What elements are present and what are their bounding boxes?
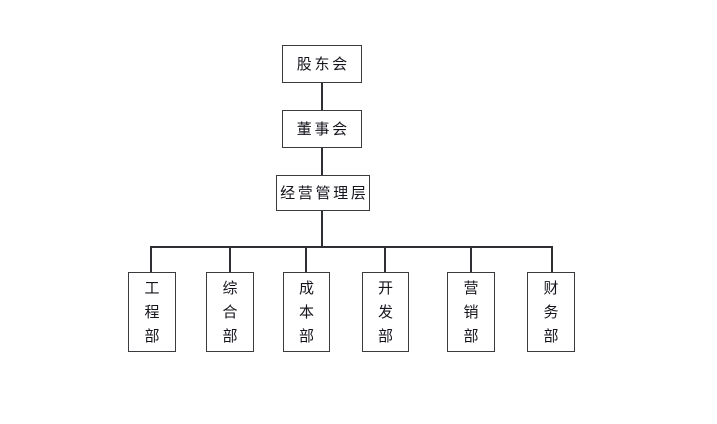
node-finance-department[interactable]: 财 务 部 [527,272,575,352]
edge-bus-to-development [384,247,386,272]
edge-bus-to-finance [551,247,553,272]
node-marketing-department[interactable]: 营 销 部 [447,272,495,352]
edge-bus-to-general-affairs [229,247,231,272]
edge-bus-to-engineering [150,247,152,272]
node-finance-department-label: 财 务 部 [543,278,559,346]
node-cost-department-label: 成 本 部 [298,278,314,346]
node-marketing-department-label: 营 销 部 [463,278,479,346]
edge-shareholders-to-board [321,83,323,110]
edge-management-to-bus [321,211,323,248]
node-engineering-department-label: 工 程 部 [144,278,160,346]
node-cost-department[interactable]: 成 本 部 [283,272,330,352]
edge-bus-to-cost [305,247,307,272]
node-general-affairs-department[interactable]: 综 合 部 [206,272,254,352]
edge-board-to-management [321,148,323,175]
node-board-of-directors-label: 董事会 [296,119,350,138]
node-engineering-department[interactable]: 工 程 部 [128,272,176,352]
node-board-of-directors[interactable]: 董事会 [282,110,362,148]
edge-horizontal-bus [150,246,553,248]
node-shareholders[interactable]: 股东会 [282,45,362,83]
node-management[interactable]: 经营管理层 [276,175,370,211]
node-development-department-label: 开 发 部 [377,278,393,346]
node-development-department[interactable]: 开 发 部 [362,272,409,352]
node-shareholders-label: 股东会 [296,54,350,73]
node-general-affairs-department-label: 综 合 部 [222,278,238,346]
node-management-label: 经营管理层 [280,183,369,202]
edge-bus-to-marketing [470,247,472,272]
